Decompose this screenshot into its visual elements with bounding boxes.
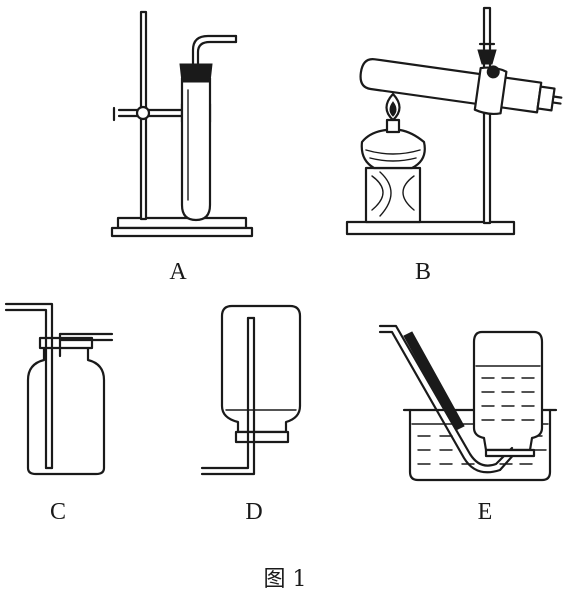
stand-base-a-lower	[110, 226, 254, 238]
inverted-bottle-d	[220, 304, 302, 434]
stand-base-a	[116, 216, 248, 230]
water-trough-e	[408, 408, 552, 482]
bottle-mouth-c	[38, 336, 94, 350]
label-b: B	[415, 259, 431, 285]
tube-d	[200, 316, 250, 470]
apparatus-c	[4, 302, 114, 476]
gas-jar-e	[472, 330, 544, 452]
label-a: A	[169, 259, 187, 285]
figure-caption: 图 1	[264, 567, 307, 592]
delivery-tube-e	[378, 324, 514, 467]
rubber-stopper-a	[179, 63, 213, 83]
jar-water-e	[481, 377, 535, 421]
stand-base-b	[345, 220, 516, 236]
clamp-boss-a	[135, 105, 151, 121]
alcohol-lamp-b	[360, 128, 426, 170]
test-tube-a	[180, 78, 212, 222]
long-tube-c	[4, 302, 54, 470]
bottle-mouth-d	[234, 430, 290, 444]
gas-bottle-c	[26, 346, 106, 476]
label-e: E	[478, 499, 493, 525]
label-c: C	[50, 499, 66, 525]
apparatus-e	[378, 324, 558, 482]
apparatus-b	[345, 6, 563, 236]
apparatus-d	[200, 304, 302, 476]
label-d: D	[245, 499, 262, 525]
rubber-tube-e	[403, 331, 465, 431]
clamp-top-b	[477, 49, 497, 65]
stand-rod-b	[482, 6, 492, 225]
delivery-tube-a	[196, 40, 238, 66]
apparatus-a	[110, 10, 254, 238]
stopper-b	[536, 85, 556, 112]
lamp-block-b	[364, 166, 422, 224]
